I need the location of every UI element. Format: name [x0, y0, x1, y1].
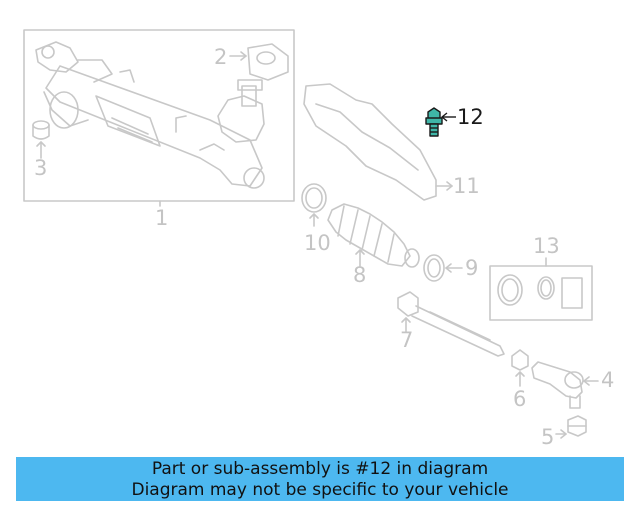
steering-gear-illustration: [35, 41, 265, 189]
large-clamp-part: [423, 254, 463, 282]
info-banner: Part or sub-assembly is #12 in diagram D…: [16, 457, 624, 501]
callout-9: 9: [465, 256, 479, 280]
callout-3: 3: [34, 156, 48, 180]
banner-line-disclaimer: Diagram may not be specific to your vehi…: [131, 480, 509, 500]
steering-gear-frame: [23, 29, 295, 202]
castle-nut-part: [555, 415, 587, 439]
inner-tie-rod-part: [397, 291, 505, 357]
callout-6: 6: [513, 387, 527, 411]
grommet-part: [32, 120, 50, 159]
callout-13: 13: [533, 234, 560, 258]
repair-kit-part: [489, 257, 593, 321]
banner-line-part-number: Part or sub-assembly is #12 in diagram: [151, 459, 489, 479]
jam-nut-part: [511, 349, 529, 387]
callout-4: 4: [601, 368, 615, 392]
callout-5: 5: [541, 425, 555, 449]
boot-clamp-part: [301, 183, 327, 227]
bolt-part-highlighted: [425, 107, 456, 137]
callout-2: 2: [214, 45, 228, 69]
callout-10: 10: [304, 231, 331, 255]
rack-boot-part: [327, 203, 420, 268]
callout-11: 11: [453, 174, 480, 198]
callout-12: 12: [457, 105, 484, 129]
callout-7: 7: [400, 328, 414, 352]
outer-tie-rod-end-part: [531, 361, 599, 409]
callout-1: 1: [155, 206, 169, 230]
heat-shield-part: [303, 83, 453, 201]
callout-8: 8: [353, 263, 367, 287]
mount-bushing-part: [229, 43, 289, 81]
